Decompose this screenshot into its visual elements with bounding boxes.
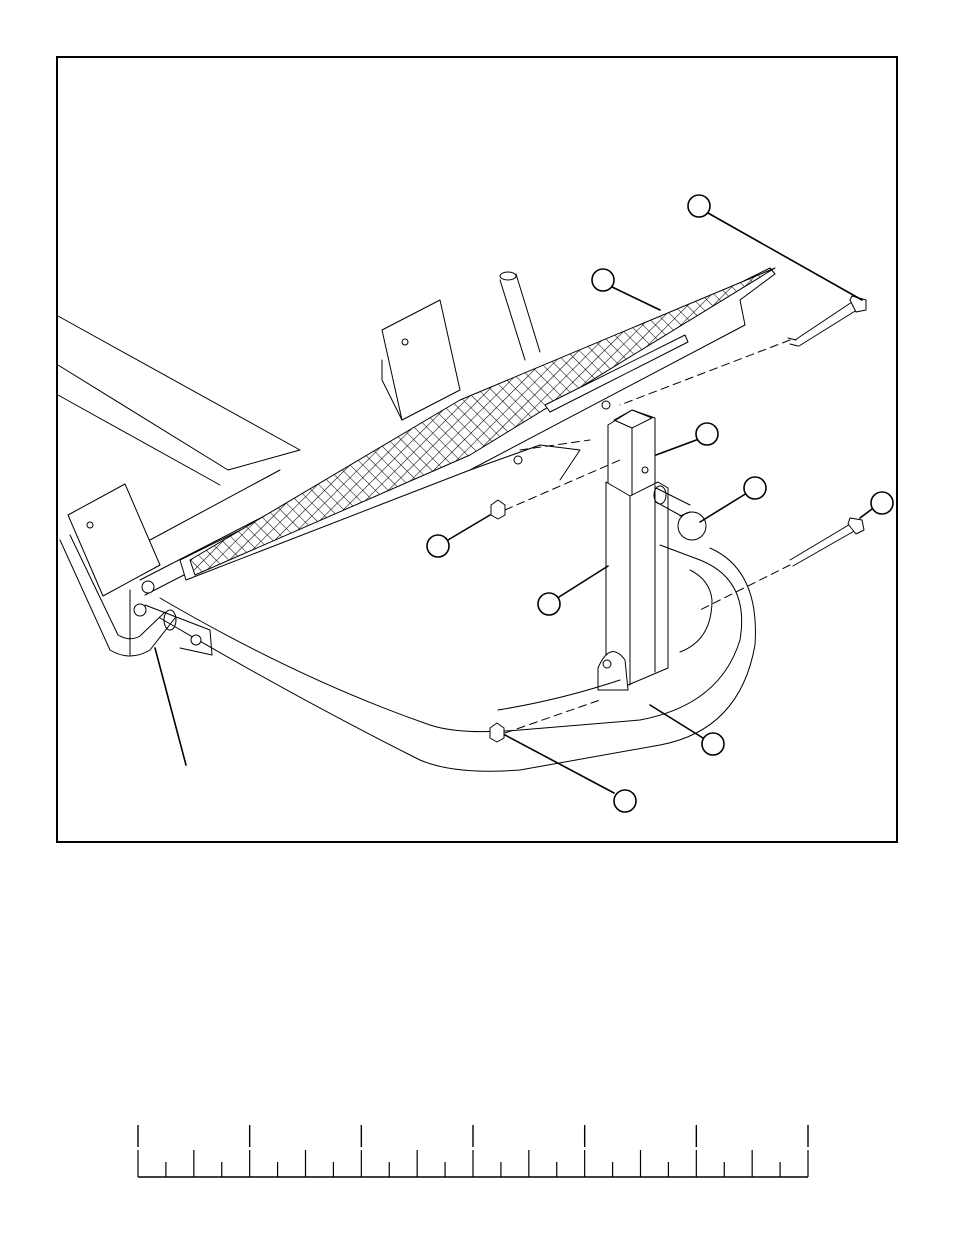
leader-lines <box>155 213 872 793</box>
callout-nut-left <box>427 535 449 557</box>
callout-bolt-top <box>688 195 710 217</box>
measurement-ruler <box>138 1125 808 1177</box>
bolt-right <box>790 518 864 566</box>
bolt-top <box>788 296 866 346</box>
callout-end-cap <box>744 477 766 499</box>
callout-base-frame <box>702 733 724 755</box>
nut-left <box>491 500 505 519</box>
callout-bolt-right <box>871 492 893 514</box>
callout-post <box>538 593 560 615</box>
rear-pole <box>500 272 540 360</box>
callout-upright-tube <box>696 423 718 445</box>
upright-tube <box>608 410 655 498</box>
left-mount-plate <box>68 484 160 596</box>
center-mount-plate <box>382 300 460 420</box>
callout-footplate <box>592 269 614 291</box>
callout-nut-bottom <box>614 790 636 812</box>
main-post <box>598 482 668 690</box>
nut-bottom <box>490 723 504 742</box>
